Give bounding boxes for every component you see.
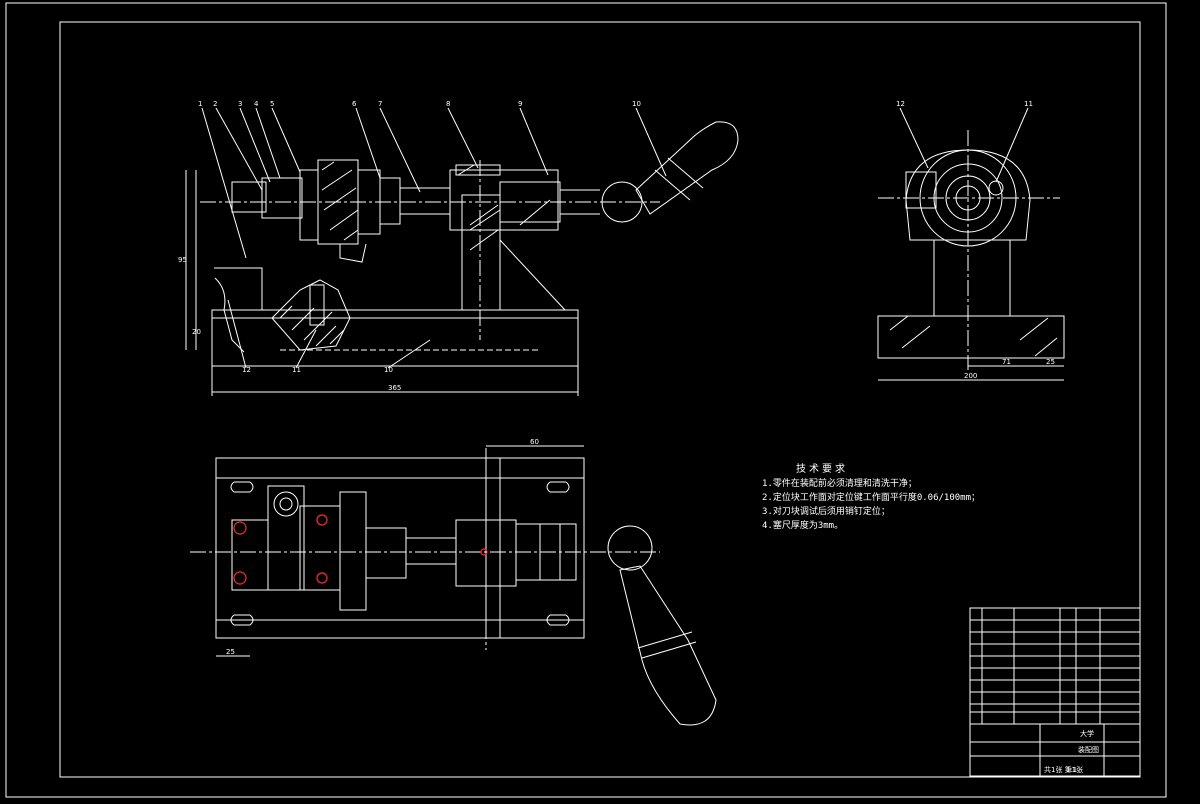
- callout-5: 5: [270, 100, 274, 108]
- callout-10b: 10: [384, 366, 393, 374]
- callout-8: 8: [446, 100, 450, 108]
- red-center-mark: [480, 548, 488, 556]
- front-view: [185, 107, 739, 396]
- callout-6: 6: [352, 100, 357, 108]
- tech-req-item-2: 2.定位块工作面对定位键工作面平行度0.06/100mm；: [762, 493, 981, 503]
- tech-req-item-1: 1.零件在装配前必须清理和清洗干净；: [762, 479, 917, 489]
- front-base-plate: [211, 317, 579, 367]
- inner-border: [59, 21, 1141, 778]
- red-bolt-hole: [233, 521, 247, 535]
- callout-3: 3: [238, 100, 242, 108]
- front-column: [461, 194, 501, 311]
- tech-req-item-4: 4.塞尺厚度为3mm。: [762, 521, 844, 531]
- title-sheets: 共1张 第1张: [1044, 765, 1083, 774]
- side-callout-11: 11: [1024, 100, 1033, 108]
- side-view: [877, 107, 1065, 381]
- dim-front-base: 20: [192, 328, 201, 336]
- callout-4: 4: [254, 100, 259, 108]
- callout-2: 2: [213, 100, 217, 108]
- front-shaft: [399, 187, 451, 215]
- red-bolt-hole: [316, 514, 328, 526]
- side-base: [877, 315, 1065, 359]
- technical-requirements: 技术要求 1.零件在装配前必须清理和清洗干净； 2.定位块工作面对定位键工作面平…: [762, 460, 980, 533]
- callout-12: 12: [242, 366, 251, 374]
- plan-handle-ball: [607, 525, 653, 571]
- front-handle-lever: [635, 121, 739, 215]
- red-bolt-hole: [316, 572, 328, 584]
- plan-view: [190, 445, 717, 726]
- side-column: [933, 239, 1011, 316]
- callout-7: 7: [378, 100, 382, 108]
- dim-front-height: 95: [178, 256, 187, 264]
- callout-1: 1: [198, 100, 202, 108]
- title-drawing-name: 装配图: [1078, 745, 1099, 754]
- plan-handle-lever: [619, 565, 717, 726]
- outer-border: [5, 2, 1167, 798]
- callout-11: 11: [292, 366, 301, 374]
- dim-side-a: 71: [1002, 358, 1011, 366]
- dim-side-width: 200: [964, 372, 977, 380]
- title-school: 大学: [1080, 729, 1094, 738]
- red-bolt-hole: [233, 571, 247, 585]
- title-block: [969, 607, 1141, 777]
- tech-req-title: 技术要求: [796, 464, 848, 475]
- title-scale: 1:1: [1066, 766, 1077, 774]
- side-callout-12: 12: [896, 100, 905, 108]
- plan-top-screw-circle: [273, 491, 299, 517]
- dim-plan-left: 25: [226, 648, 235, 656]
- dim-plan-top: 60: [530, 438, 539, 446]
- dim-front-length: 365: [388, 384, 401, 392]
- tech-req-item-3: 3.对刀块调试后须用销钉定位；: [762, 507, 890, 517]
- plan-base-plate: [215, 457, 585, 639]
- callout-10: 10: [632, 100, 641, 108]
- callout-9: 9: [518, 100, 522, 108]
- dim-side-b: 25: [1046, 358, 1055, 366]
